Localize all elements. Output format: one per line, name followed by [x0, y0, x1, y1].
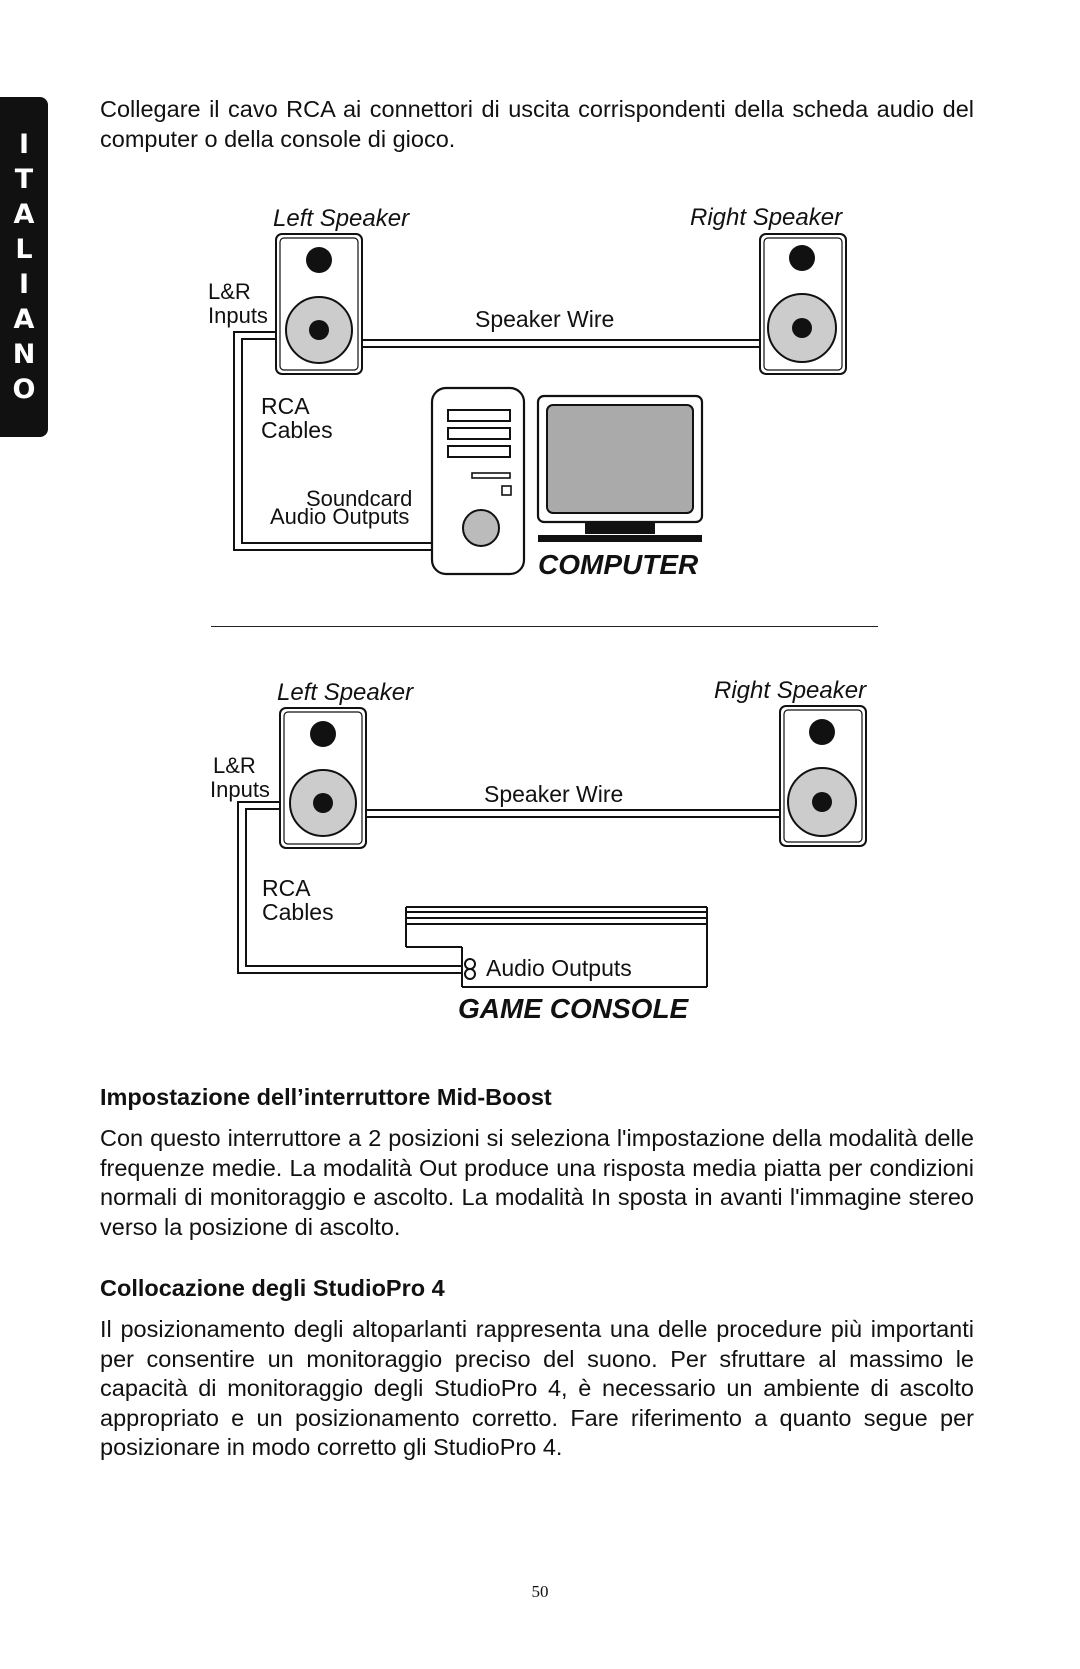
rca-label-line2: Cables — [261, 417, 333, 443]
inputs-label-line1: L&R — [213, 753, 256, 778]
speaker-wire — [362, 339, 760, 348]
inputs-label-line2: Inputs — [210, 777, 270, 802]
side-tab-letter: I — [18, 129, 30, 160]
speaker-wire — [366, 809, 780, 818]
rca-label-line1: RCA — [262, 875, 311, 901]
side-tab-letter: T — [14, 164, 34, 195]
right-speaker — [759, 233, 847, 375]
side-tab-letter: L — [15, 234, 33, 265]
outputs-label-line1: Soundcard — [306, 486, 412, 511]
outputs-label: Audio Outputs — [486, 955, 632, 981]
rca-cables — [237, 801, 462, 974]
left-speaker-label: Left Speaker — [273, 205, 410, 232]
language-side-tab: I T A L I A N O — [0, 97, 48, 437]
section-body-placement: Il posizionamento degli altoparlanti rap… — [100, 1316, 974, 1460]
inputs-label-line2: Inputs — [208, 303, 268, 328]
side-tab-letter: A — [13, 304, 35, 335]
rca-label-line1: RCA — [261, 393, 310, 419]
side-tab-letter: I — [18, 269, 30, 300]
section-body-midboost: Con questo interruttore a 2 posizioni si… — [100, 1125, 974, 1240]
speaker-wire-label: Speaker Wire — [484, 781, 623, 807]
left-speaker — [279, 707, 367, 849]
game-console — [405, 906, 708, 988]
side-tab-letter: O — [12, 374, 36, 405]
computer-connection-diagram: Left Speaker Right Speaker L&R Inputs Sp… — [208, 204, 847, 580]
computer-monitor — [536, 394, 704, 542]
computer-tower — [430, 386, 526, 576]
right-speaker-label: Right Speaker — [714, 677, 867, 704]
computer-label: COMPUTER — [538, 549, 699, 580]
left-speaker-label: Left Speaker — [277, 679, 414, 706]
game-console-label: GAME CONSOLE — [458, 993, 690, 1024]
diagram-divider — [211, 626, 878, 627]
right-speaker — [779, 705, 867, 847]
outputs-label-line2: Audio Outputs — [270, 504, 409, 529]
page-number: 50 — [531, 1582, 549, 1601]
left-speaker — [275, 233, 363, 375]
section-heading-placement: Collocazione degli StudioPro 4 — [100, 1275, 445, 1301]
game-console-connection-diagram: Left Speaker Right Speaker L&R Inputs Sp… — [210, 677, 867, 1024]
side-tab-letter: N — [12, 339, 36, 370]
inputs-label-line1: L&R — [208, 279, 251, 304]
side-tab-letter: A — [13, 199, 35, 230]
intro-paragraph: Collegare il cavo RCA ai connettori di u… — [100, 96, 974, 152]
speaker-wire-label: Speaker Wire — [475, 306, 614, 332]
right-speaker-label: Right Speaker — [690, 204, 843, 231]
rca-cables — [233, 331, 432, 551]
section-heading-midboost: Impostazione dell’interruttore Mid-Boost — [100, 1084, 552, 1110]
rca-label-line2: Cables — [262, 899, 334, 925]
